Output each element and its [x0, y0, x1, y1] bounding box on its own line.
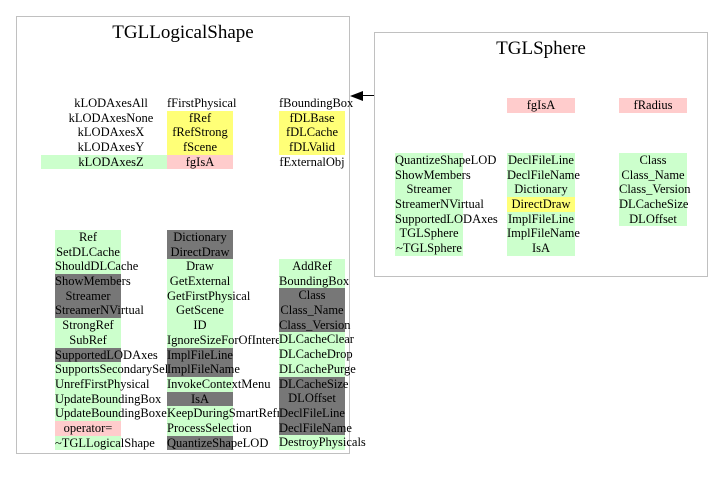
entry-isa[interactable]: IsA: [167, 391, 233, 407]
entry-boundingbox[interactable]: BoundingBox: [279, 273, 350, 289]
entry-supportedlodaxes[interactable]: SupportedLODAxes: [395, 211, 498, 227]
entry-dlcachedrop[interactable]: DLCacheDrop: [279, 347, 353, 362]
entry-fradius[interactable]: fRadius: [619, 98, 687, 113]
entry-invokecontextmenu[interactable]: InvokeContextMenu: [167, 376, 271, 392]
entry-operator[interactable]: operator=: [55, 420, 121, 436]
entry-dictionary[interactable]: Dictionary: [507, 182, 575, 198]
entry-subref[interactable]: SubRef: [55, 332, 121, 348]
entry-directdraw[interactable]: DirectDraw: [167, 244, 233, 260]
entry-klodaxesall[interactable]: kLODAxesAll: [74, 96, 148, 110]
entry-dlcacheclear[interactable]: DLCacheClear: [279, 332, 354, 348]
entry-tglsphere[interactable]: ~TGLSphere: [395, 241, 463, 256]
entry-implfilename[interactable]: ImplFileName: [507, 226, 580, 242]
entry-unreffirstphysical[interactable]: UnrefFirstPhysical: [55, 376, 150, 392]
column-members-b: fRadius: [619, 98, 687, 113]
entry-fdlbase[interactable]: fDLBase: [279, 110, 345, 126]
entry-ref[interactable]: Ref: [55, 230, 121, 245]
entry-quantizeshapelod[interactable]: QuantizeShapeLOD: [395, 153, 497, 168]
entry-streamernvirtual[interactable]: StreamerNVirtual: [55, 303, 144, 319]
entry-dloffset[interactable]: DLOffset: [279, 391, 345, 406]
entry-fref[interactable]: fRef: [167, 110, 233, 126]
entry-streamer[interactable]: Streamer: [55, 288, 121, 304]
entry-keepduringsmartrefresh[interactable]: KeepDuringSmartRefresh: [167, 406, 298, 421]
entry-setdlcache[interactable]: SetDLCache: [55, 244, 121, 260]
class-title[interactable]: TGLLogicalShape: [112, 22, 254, 43]
entry-fexternalobj[interactable]: fExternalObj: [279, 154, 345, 169]
entry-tglsphere[interactable]: TGLSphere: [395, 226, 463, 242]
entry-dloffset[interactable]: DLOffset: [619, 211, 687, 227]
entry-implfilename[interactable]: ImplFileName: [167, 362, 240, 377]
entry-streamernvirtual[interactable]: StreamerNVirtual: [395, 197, 484, 212]
entry-updateboundingbox[interactable]: UpdateBoundingBox: [55, 391, 162, 407]
entry-destroyphysicals[interactable]: DestroyPhysicals: [279, 435, 366, 450]
entry-fdlcache[interactable]: fDLCache: [279, 125, 345, 141]
entry-updateboundingboxesofphysicals[interactable]: UpdateBoundingBoxesOfPhysicals: [55, 406, 233, 421]
entry-class-version[interactable]: Class_Version: [279, 317, 351, 333]
entry-streamer[interactable]: Streamer: [395, 182, 463, 198]
entry-fscene[interactable]: fScene: [167, 140, 233, 155]
entry-dictionary[interactable]: Dictionary: [167, 230, 233, 245]
entry-processselection[interactable]: ProcessSelection: [167, 420, 252, 436]
entry-supportedlodaxes[interactable]: SupportedLODAxes: [55, 347, 158, 363]
entry-tgllogicalshape[interactable]: ~TGLLogicalShape: [55, 435, 155, 451]
entry-class-version[interactable]: Class_Version: [619, 182, 691, 198]
entry-showmembers[interactable]: ShowMembers: [395, 167, 471, 183]
inheritance-arrow-line: [362, 95, 374, 96]
entry-showmembers[interactable]: ShowMembers: [55, 274, 131, 289]
entry-implfileline[interactable]: ImplFileLine: [507, 211, 575, 227]
entry-frefstrong[interactable]: fRefStrong: [167, 125, 233, 141]
entry-class[interactable]: Class: [619, 153, 687, 168]
entry-dlcachesize[interactable]: DLCacheSize: [279, 376, 349, 392]
entry-isa[interactable]: IsA: [507, 241, 575, 256]
entry-declfileline[interactable]: DeclFileLine: [279, 405, 345, 421]
entry-fgisa[interactable]: fgIsA: [167, 154, 233, 170]
entry-class[interactable]: Class: [279, 288, 345, 304]
class-title[interactable]: TGLSphere: [496, 38, 586, 59]
entry-getfirstphysical[interactable]: GetFirstPhysical: [167, 288, 251, 304]
inheritance-arrow-icon: [350, 91, 363, 101]
entry-addref[interactable]: AddRef: [279, 259, 345, 274]
entry-implfileline[interactable]: ImplFileLine: [167, 347, 233, 363]
entry-klodaxesx[interactable]: kLODAxesX: [77, 125, 145, 140]
entry-draw[interactable]: Draw: [167, 259, 233, 275]
entry-shoulddlcache[interactable]: ShouldDLCache: [55, 259, 139, 275]
entry-supportssecondaryselect[interactable]: SupportsSecondarySelect: [55, 362, 183, 377]
entry-directdraw[interactable]: DirectDraw: [507, 197, 575, 212]
entry-class-name[interactable]: Class_Name: [619, 167, 687, 183]
entry-klodaxesz[interactable]: kLODAxesZ: [41, 154, 181, 170]
entry-strongref[interactable]: StrongRef: [55, 318, 121, 333]
entry-fgisa[interactable]: fgIsA: [507, 98, 575, 113]
entry-quantizeshapelod[interactable]: QuantizeShapeLOD: [167, 435, 269, 451]
entry-dlcachepurge[interactable]: DLCachePurge: [279, 361, 356, 377]
entry-getexternal[interactable]: GetExternal: [167, 274, 233, 289]
entry-id[interactable]: ID: [167, 318, 233, 333]
column-members-a: fgIsA: [507, 98, 575, 113]
entry-fboundingbox[interactable]: fBoundingBox: [279, 96, 354, 110]
entry-declfilename[interactable]: DeclFileName: [279, 420, 352, 436]
entry-klodaxesnone[interactable]: kLODAxesNone: [68, 110, 154, 125]
entry-fdlvalid[interactable]: fDLValid: [279, 140, 345, 155]
entry-declfilename[interactable]: DeclFileName: [507, 167, 580, 183]
entry-class-name[interactable]: Class_Name: [279, 303, 345, 318]
entry-getscene[interactable]: GetScene: [167, 303, 233, 319]
entry-dlcachesize[interactable]: DLCacheSize: [619, 197, 689, 212]
entry-ignoresizeforofinterest[interactable]: IgnoreSizeForOfInterest: [167, 332, 290, 348]
entry-declfileline[interactable]: DeclFileLine: [507, 153, 575, 168]
entry-ffirstphysical[interactable]: fFirstPhysical: [167, 96, 237, 110]
entry-klodaxesy[interactable]: kLODAxesY: [77, 140, 145, 155]
